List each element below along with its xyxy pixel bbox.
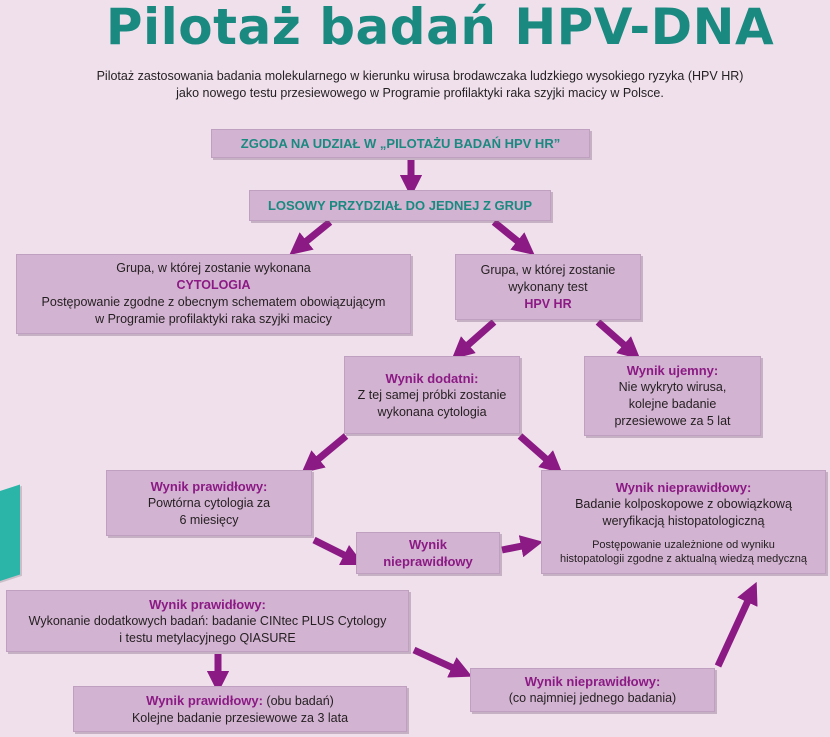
abnormal-main-line: weryfikacją histopatologiczną bbox=[602, 513, 765, 528]
normal-label: Wynik prawidłowy: bbox=[150, 478, 268, 494]
negative-label: Wynik ujemny: bbox=[626, 363, 719, 378]
one-abnormal-label: Wynik nieprawidłowy: bbox=[524, 674, 661, 689]
additional-line: Wykonanie dodatkowych badań: badanie CIN… bbox=[28, 613, 387, 628]
additional-label: Wynik prawidłowy: bbox=[149, 596, 266, 612]
arrow-hpv-to-negative bbox=[595, 319, 641, 360]
abnormal-main-note: Postępowanie uzależnione od wyniku bbox=[592, 538, 775, 551]
consent-box: ZGODA NA UDZIAŁ W „PILOTAŻU BADAŃ HPV HR… bbox=[211, 129, 590, 158]
one-abnormal-line: (co najmniej jednego badania) bbox=[508, 691, 677, 705]
normal-result-box: Wynik prawidłowy: Powtórna cytologia za … bbox=[106, 470, 312, 536]
hpv-group-box: Grupa, w której zostanie wykonany test H… bbox=[455, 254, 641, 320]
abnormal-main-label: Wynik nieprawidłowy: bbox=[615, 479, 752, 495]
abnormal-mid-line: nieprawidłowy bbox=[383, 554, 473, 569]
arrow-additional-to-one-abnormal bbox=[412, 646, 473, 678]
subtitle: Pilotaż zastosowania badania molekularne… bbox=[70, 68, 770, 102]
normal-line: Powtórna cytologia za bbox=[147, 495, 271, 510]
negative-result-box: Wynik ujemny: Nie wykryto wirusa, kolejn… bbox=[584, 356, 761, 436]
both-normal-box: Wynik prawidłowy: (obu badań) Kolejne ba… bbox=[73, 686, 407, 732]
cytology-group-line: Grupa, w której zostanie wykonana bbox=[116, 261, 311, 275]
arrow-positive-to-normal1 bbox=[301, 433, 349, 474]
hpv-group-line: wykonany test bbox=[508, 279, 588, 294]
cytology-label: CYTOLOGIA bbox=[176, 278, 251, 292]
both-normal-line: Kolejne badanie przesiewowe za 3 lata bbox=[131, 710, 349, 725]
additional-line: i testu metylacyjnego QIASURE bbox=[119, 630, 296, 645]
subtitle-line: Pilotaż zastosowania badania molekularne… bbox=[96, 69, 744, 83]
abnormal-mid-box: Wynik nieprawidłowy bbox=[356, 532, 500, 574]
negative-line: Nie wykryto wirusa, bbox=[618, 380, 727, 394]
cytology-group-line: w Programie profilaktyki raka szyjki mac… bbox=[95, 312, 332, 326]
arrow-random-to-cyto bbox=[289, 219, 333, 256]
random-assignment-box: LOSOWY PRZYDZIAŁ DO JEDNEJ Z GRUP bbox=[249, 190, 551, 221]
subtitle-line: jako nowego testu przesiewowego w Progra… bbox=[176, 86, 664, 100]
one-abnormal-box: Wynik nieprawidłowy: (co najmniej jedneg… bbox=[470, 668, 715, 712]
cytology-group-box: Grupa, w której zostanie wykonana CYTOLO… bbox=[16, 254, 411, 334]
hpv-group-line: Grupa, w której zostanie bbox=[480, 262, 616, 277]
arrow-one-abnormal-to-main bbox=[714, 581, 758, 668]
hpv-label: HPV HR bbox=[524, 296, 572, 311]
normal-line: 6 miesięcy bbox=[179, 512, 239, 527]
abnormal-mid-line: Wynik bbox=[408, 537, 448, 552]
abnormal-main-note: histopatologii zgodne z aktualną wiedzą … bbox=[559, 552, 808, 565]
random-assignment-text: LOSOWY PRZYDZIAŁ DO JEDNEJ Z GRUP bbox=[267, 198, 533, 213]
negative-line: przesiewowe za 5 lat bbox=[614, 414, 731, 428]
arrow-abnormal-mid-to-main bbox=[501, 535, 543, 558]
arrow-hpv-to-positive bbox=[451, 319, 497, 360]
arrow-normal1-to-abnormal-mid bbox=[312, 536, 365, 566]
abnormal-main-line: Badanie kolposkopowe z obowiązkową bbox=[575, 496, 792, 511]
positive-label: Wynik dodatni: bbox=[385, 370, 479, 386]
positive-line: Z tej samej próbki zostanie bbox=[357, 387, 507, 402]
consent-text: ZGODA NA UDZIAŁ W „PILOTAŻU BADAŃ HPV HR… bbox=[240, 136, 561, 151]
arrow-positive-to-abnormal bbox=[517, 433, 563, 474]
positive-result-box: Wynik dodatni: Z tej samej próbki zostan… bbox=[344, 356, 520, 434]
both-normal-label: Wynik prawidłowy: bbox=[146, 692, 263, 708]
additional-tests-box: Wynik prawidłowy: Wykonanie dodatkowych … bbox=[6, 590, 409, 652]
both-normal-suffix: (obu badań) bbox=[262, 693, 334, 708]
page-title: Pilotaż badań HPV-DNA bbox=[105, 0, 775, 56]
abnormal-main-box: Wynik nieprawidłowy: Badanie kolposkopow… bbox=[541, 470, 826, 574]
cytology-group-line: Postępowanie zgodne z obecnym schematem … bbox=[41, 295, 386, 309]
arrow-random-to-hpv bbox=[491, 219, 535, 256]
positive-line: wykonana cytologia bbox=[377, 404, 487, 419]
negative-line: kolejne badanie bbox=[628, 397, 717, 411]
both-normal-header: Wynik prawidłowy: (obu badań) bbox=[146, 692, 334, 710]
